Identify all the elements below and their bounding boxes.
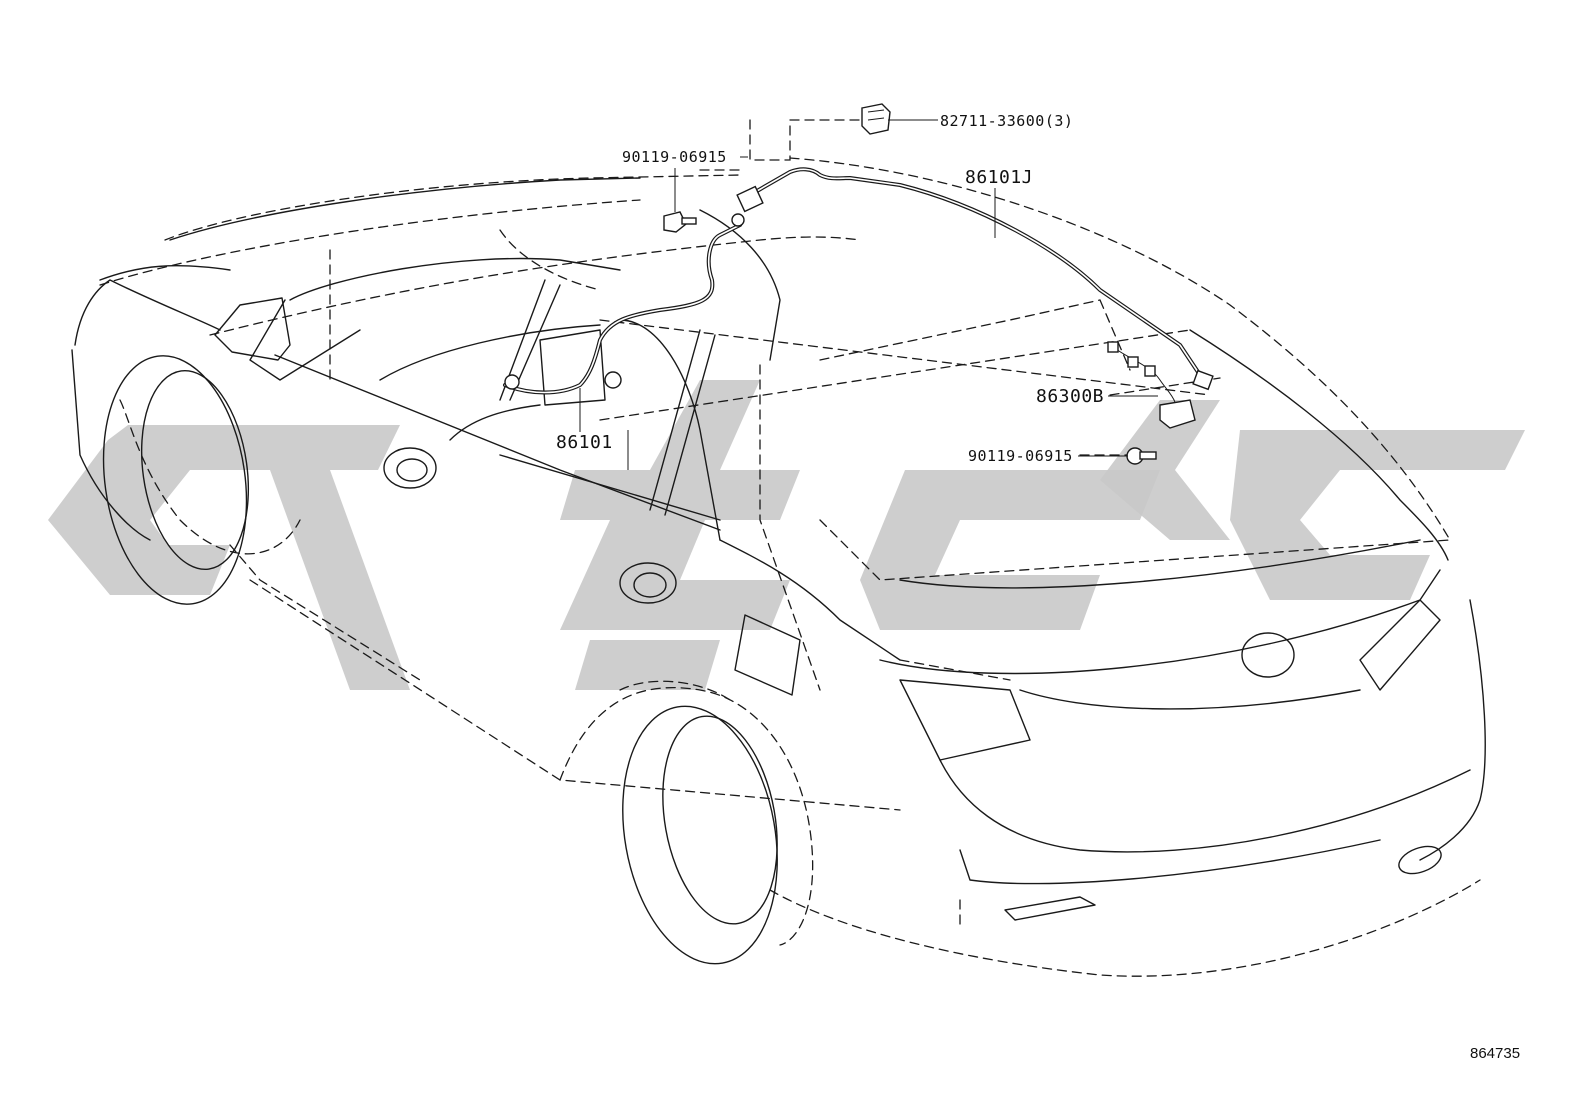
clip-part — [861, 103, 891, 135]
fuel-door — [734, 614, 801, 696]
car-hidden-lines — [99, 119, 1481, 977]
watermark-glyph-3 — [560, 380, 800, 630]
left-tail-light — [899, 679, 1031, 761]
watermark-glyph-6 — [1100, 400, 1230, 540]
callout-antenna-cable-main: 86101J — [965, 167, 1033, 188]
bolt-upper-part — [663, 211, 697, 233]
bolt-lower-part — [1126, 447, 1157, 465]
watermark-logo — [48, 380, 1525, 690]
illustration-number: 864735 — [1470, 1045, 1520, 1062]
callout-antenna-cable-front: 86101 — [556, 432, 613, 453]
callout-bolt-lower: 90119-06915 — [968, 447, 1073, 465]
watermark-glyph-1 — [48, 425, 400, 595]
watermark-glyph-2 — [270, 470, 410, 690]
callout-bolt-upper: 90119-06915 — [622, 148, 727, 166]
callout-labels: 82711-33600(3) 90119-06915 86101J 86101 … — [556, 112, 1520, 1062]
rear-reflector — [1004, 896, 1096, 921]
watermark-glyph-4 — [575, 640, 720, 690]
rear-emblem — [1241, 632, 1295, 678]
watermark-glyph-7 — [1230, 430, 1525, 600]
front-wheel — [102, 355, 248, 605]
front-door-handle — [383, 447, 437, 489]
callout-clip: 82711-33600(3) — [940, 112, 1073, 130]
antenna-cable-86101 — [503, 167, 1202, 395]
rear-door-handle — [619, 562, 677, 604]
connector-upper — [736, 185, 764, 213]
exhaust-tip — [1398, 845, 1442, 875]
connector-rear — [1192, 369, 1214, 391]
right-tail-light — [1359, 599, 1441, 691]
antenna-assembly-86300b — [1107, 341, 1196, 429]
car-outline — [71, 177, 1486, 965]
side-mirror — [214, 297, 291, 361]
rear-wheel — [622, 705, 778, 965]
antenna-connectors — [504, 185, 1214, 391]
callout-antenna-assembly: 86300B — [1036, 386, 1104, 407]
watermark-glyph-5 — [860, 470, 1160, 630]
leader-lines — [579, 119, 1158, 470]
